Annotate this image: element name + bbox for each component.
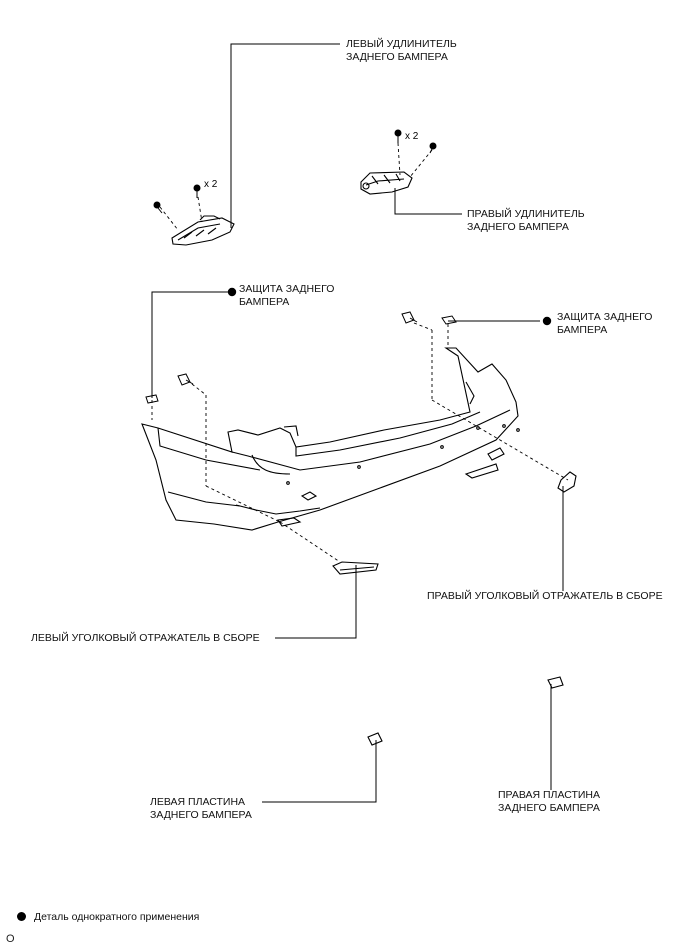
right-screw xyxy=(401,311,418,324)
label-right-extension: ПРАВЫЙ УДЛИНИТЕЛЬ ЗАДНЕГО БАМПЕРА xyxy=(467,208,585,233)
install-lines xyxy=(151,142,569,563)
left-plate-part xyxy=(367,732,383,746)
figure-code: O xyxy=(6,933,15,945)
legend: Деталь однократного применения xyxy=(17,911,199,923)
legend-text: Деталь однократного применения xyxy=(34,911,200,923)
label-left-extension: ЛЕВЫЙ УДЛИНИТЕЛЬ ЗАДНЕГО БАМПЕРА xyxy=(346,38,457,63)
label-right-guard: ЗАЩИТА ЗАДНЕГО БАМПЕРА xyxy=(557,311,653,336)
left-reflector-part xyxy=(332,561,379,575)
right-extension-bolts xyxy=(394,129,437,154)
label-left-guard: ЗАЩИТА ЗАДНЕГО БАМПЕРА xyxy=(239,283,335,308)
label-right-plate: ПРАВАЯ ПЛАСТИНА ЗАДНЕГО БАМПЕРА xyxy=(498,789,601,814)
left-extension-qty: x 2 xyxy=(204,179,218,190)
leader-lines xyxy=(151,43,564,803)
single-use-legend-icon xyxy=(17,912,26,921)
left-guard-clip xyxy=(145,394,159,404)
left-extension-part xyxy=(171,215,235,246)
right-reflector-part xyxy=(557,471,577,493)
right-extension-part xyxy=(360,171,413,195)
single-use-marker xyxy=(542,316,552,326)
left-extension-bolts xyxy=(153,184,201,214)
label-right-reflector: ПРАВЫЙ УГОЛКОВЫЙ ОТРАЖАТЕЛЬ В СБОРЕ xyxy=(427,590,663,602)
rear-bumper-cover xyxy=(141,347,520,531)
left-screw xyxy=(177,373,194,386)
label-left-reflector: ЛЕВЫЙ УГОЛКОВЫЙ ОТРАЖАТЕЛЬ В СБОРЕ xyxy=(31,632,260,644)
right-extension-qty: x 2 xyxy=(405,131,419,142)
right-guard-clip xyxy=(441,315,457,325)
right-plate-part xyxy=(547,676,564,689)
single-use-marker xyxy=(227,287,237,297)
label-left-plate: ЛЕВАЯ ПЛАСТИНА ЗАДНЕГО БАМПЕРА xyxy=(150,796,252,821)
